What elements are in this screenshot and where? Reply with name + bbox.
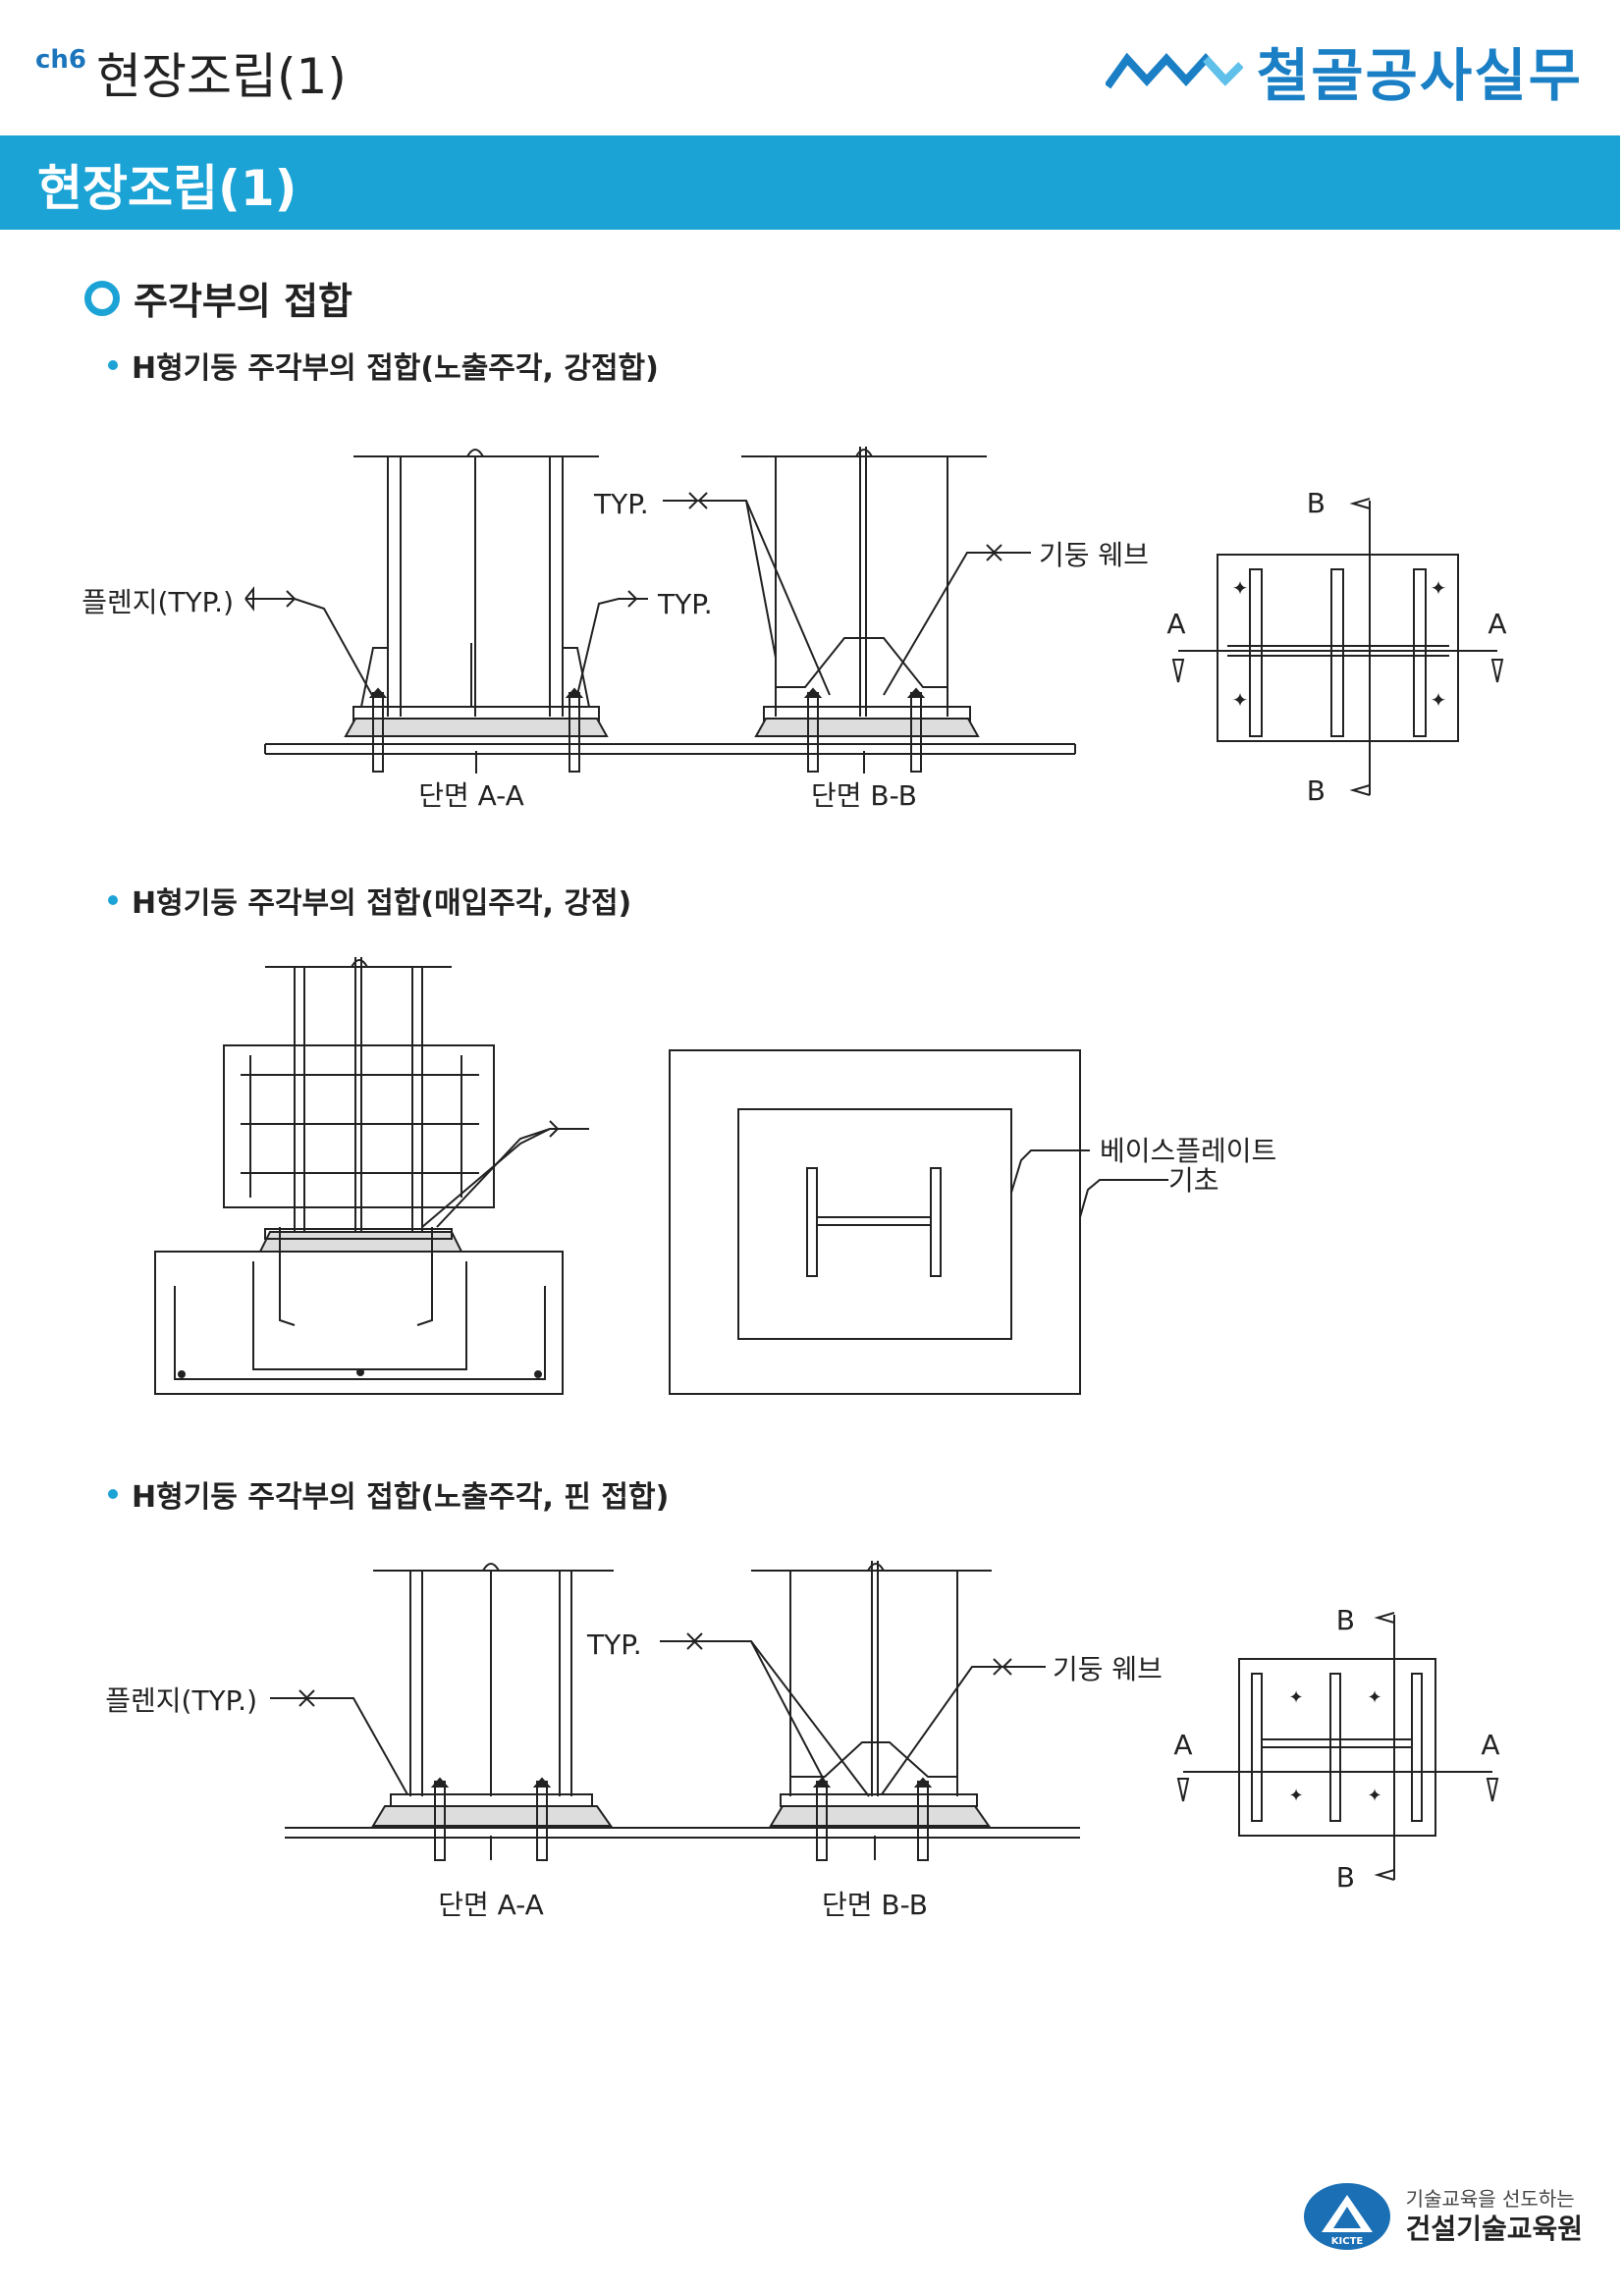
pin-section-aa-drawing (270, 1563, 1080, 1861)
section-aa-drawing (244, 449, 1076, 774)
subsection-heading-3: H형기둥 주각부의 접합(노출주각, 핀 접합) (108, 1472, 669, 1516)
subsection-title-1: H형기둥 주각부의 접합(노출주각, 강접합) (132, 351, 659, 386)
label-pin-typ-top: TYP. (586, 1629, 642, 1661)
subsection-heading-2: H형기둥 주각부의 접합(매입주각, 강접) (108, 879, 631, 922)
figure-exposed-rigid: 플렌지(TYP.) TYP. 단면 A-A TYP. 기 (0, 402, 1624, 834)
label-column-web: 기둥 웨브 (1039, 539, 1149, 571)
subsection-heading-1: H형기둥 주각부의 접합(노출주각, 강접합) (108, 344, 659, 387)
section-heading: 주각부의 접합 (84, 271, 352, 325)
label-pin-cut-a-left: A (1173, 1729, 1192, 1761)
embedded-plan-drawing (669, 1049, 1168, 1395)
label-cut-b-bottom: B (1307, 774, 1326, 807)
label-pin-cut-b-top: B (1336, 1604, 1355, 1636)
section-title: 주각부의 접합 (134, 280, 352, 323)
label-pin-flange-typ: 플렌지(TYP.) (105, 1684, 257, 1717)
label-pin-cut-a-right: A (1481, 1729, 1499, 1761)
kicte-emblem-icon: KICTE (1303, 2183, 1390, 2250)
footer-logo: KICTE 기술교육을 선도하는 건설기술교육원 (1302, 2181, 1583, 2252)
subsection-title-3: H형기둥 주각부의 접합(노출주각, 핀 접합) (132, 1480, 670, 1515)
footer-slogan: 기술교육을 선도하는 (1405, 2187, 1575, 2211)
ring-bullet-icon (84, 280, 120, 316)
title-banner: 현장조립(1) (0, 135, 1620, 230)
chapter-tag: ch6 (35, 45, 87, 75)
subsection-title-2: H형기둥 주각부의 접합(매입주각, 강접) (132, 886, 632, 921)
footer-org-name: 건설기술교육원 (1405, 2213, 1583, 2245)
label-base-plate: 베이스플레이트 (1100, 1135, 1276, 1167)
brand-logo: 철골공사실무 (1105, 29, 1583, 112)
brand-name: 철골공사실무 (1256, 42, 1583, 109)
svg-text:✦: ✦ (1431, 688, 1447, 712)
embedded-section-drawing (154, 957, 589, 1395)
svg-text:✦: ✦ (1232, 688, 1249, 712)
bullet-dot-icon (108, 895, 118, 905)
pin-plan-view-drawing: ✦ ✦ ✦ ✦ (1176, 1612, 1499, 1881)
label-foundation: 기초 (1168, 1164, 1219, 1197)
svg-text:✦: ✦ (1232, 576, 1249, 600)
svg-text:✦: ✦ (1288, 1687, 1303, 1708)
svg-text:✦: ✦ (1288, 1786, 1303, 1806)
figure-embedded-rigid: 베이스플레이트 기초 (0, 933, 1624, 1414)
bullet-dot-icon (108, 1489, 118, 1499)
chapter-title: 현장조립(1) (96, 48, 347, 105)
label-flange-typ: 플렌지(TYP.) (81, 586, 234, 618)
label-cut-a-left: A (1166, 608, 1185, 640)
plan-view-drawing: ✦ ✦ ✦ ✦ (1171, 498, 1504, 796)
label-pin-cut-b-bottom: B (1336, 1861, 1355, 1894)
label-cut-a-right: A (1488, 608, 1506, 640)
label-pin-column-web: 기둥 웨브 (1053, 1653, 1163, 1685)
label-typ-mid: TYP. (657, 588, 713, 620)
section-bb-drawing (663, 447, 1031, 774)
svg-text:✦: ✦ (1431, 576, 1447, 600)
label-cut-b-top: B (1307, 487, 1326, 519)
bullet-dot-icon (108, 360, 118, 370)
svg-text:✦: ✦ (1367, 1786, 1381, 1806)
chapter-header: ch6 현장조립(1) (35, 37, 347, 108)
brand-mark-icon (1105, 52, 1243, 89)
label-section-aa: 단면 A-A (418, 779, 524, 812)
pin-section-bb-drawing (660, 1561, 1046, 1861)
label-section-bb: 단면 B-B (811, 779, 917, 812)
figure-exposed-pin: 플렌지(TYP.) 단면 A-A TYP. 기둥 웨브 단면 B- (0, 1531, 1624, 1944)
banner-title: 현장조립(1) (37, 160, 298, 217)
svg-text:✦: ✦ (1367, 1687, 1381, 1708)
emblem-text: KICTE (1330, 2236, 1363, 2247)
label-pin-section-bb: 단면 B-B (822, 1889, 928, 1921)
label-pin-section-aa: 단면 A-A (438, 1889, 544, 1921)
label-typ-top: TYP. (593, 488, 649, 520)
